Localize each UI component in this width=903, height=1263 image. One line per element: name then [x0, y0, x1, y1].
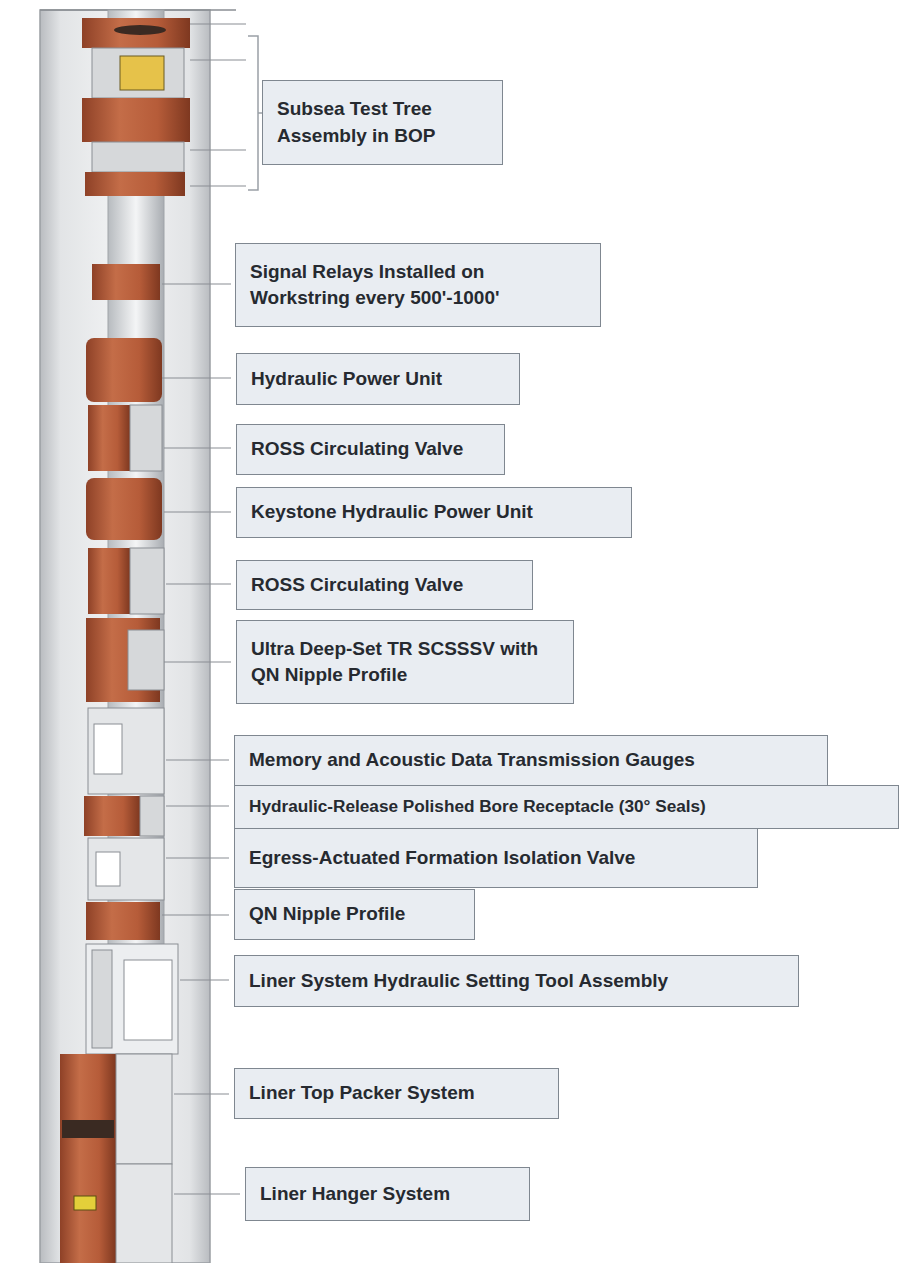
label-text: Signal Relays Installed on Workstring ev… [250, 259, 586, 311]
label-text: Liner Top Packer System [249, 1080, 544, 1106]
label-box: Liner Hanger System [245, 1167, 530, 1221]
label-text: Keystone Hydraulic Power Unit [251, 499, 617, 525]
label-box: Liner System Hydraulic Setting Tool Asse… [234, 955, 799, 1007]
label-box: Keystone Hydraulic Power Unit [236, 487, 632, 538]
label-text: Hydraulic Power Unit [251, 366, 505, 392]
label-box: Egress-Actuated Formation Isolation Valv… [234, 828, 758, 888]
label-box: ROSS Circulating Valve [236, 424, 505, 475]
label-box: ROSS Circulating Valve [236, 560, 533, 610]
label-text: Subsea Test Tree Assembly in BOP [277, 96, 488, 148]
label-text: Memory and Acoustic Data Transmission Ga… [249, 747, 813, 773]
label-text: Liner Hanger System [260, 1181, 515, 1207]
label-box: Signal Relays Installed on Workstring ev… [235, 243, 601, 327]
label-box: Ultra Deep-Set TR SCSSSV with QN Nipple … [236, 620, 574, 704]
label-text: ROSS Circulating Valve [251, 572, 518, 598]
label-text: Ultra Deep-Set TR SCSSSV with QN Nipple … [251, 636, 559, 688]
label-text: Hydraulic-Release Polished Bore Receptac… [249, 795, 884, 819]
label-text: ROSS Circulating Valve [251, 436, 490, 462]
label-text: QN Nipple Profile [249, 901, 460, 927]
label-box: QN Nipple Profile [234, 889, 475, 940]
label-box: Liner Top Packer System [234, 1068, 559, 1119]
label-box: Subsea Test Tree Assembly in BOP [262, 80, 503, 165]
label-box: Hydraulic Power Unit [236, 353, 520, 405]
label-text: Liner System Hydraulic Setting Tool Asse… [249, 968, 784, 994]
label-box: Hydraulic-Release Polished Bore Receptac… [234, 785, 899, 829]
label-box: Memory and Acoustic Data Transmission Ga… [234, 735, 828, 786]
label-text: Egress-Actuated Formation Isolation Valv… [249, 845, 743, 871]
